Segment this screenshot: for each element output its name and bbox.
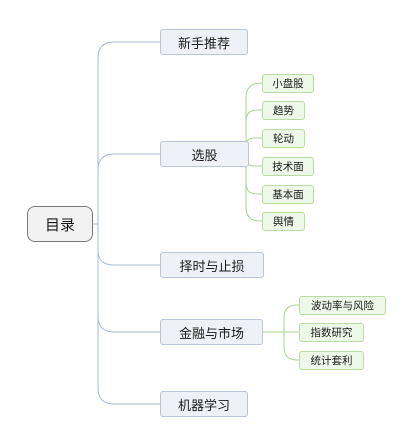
- branch-label: 机器学习: [177, 398, 230, 414]
- leaf-small-cap[interactable]: 小盘股: [262, 74, 314, 93]
- root-branch-connector: [97, 224, 160, 405]
- leaf-label: 波动率与风险: [311, 300, 374, 312]
- leaf-fundamental[interactable]: 基本面: [262, 185, 314, 204]
- branch-machine-learning[interactable]: 机器学习: [160, 391, 248, 417]
- root-branch-connector: [97, 224, 160, 266]
- root-branch-connector: [93, 41, 160, 225]
- leaf-connector: [245, 109, 262, 154]
- branch-newbie[interactable]: 新手推荐: [160, 29, 248, 55]
- root-node[interactable]: 目录: [27, 206, 93, 242]
- leaf-label: 基本面: [272, 189, 304, 201]
- branch-finance-market[interactable]: 金融与市场: [160, 319, 263, 345]
- branch-stock-selection[interactable]: 选股: [160, 141, 249, 167]
- leaf-connector: [283, 332, 299, 361]
- leaf-volatility-risk[interactable]: 波动率与风险: [299, 296, 386, 315]
- leaf-sentiment[interactable]: 舆情: [262, 212, 305, 231]
- leaf-label: 技术面: [272, 161, 304, 173]
- leaf-connector: [245, 82, 262, 155]
- leaf-trend[interactable]: 趋势: [262, 101, 305, 120]
- leaf-rotation[interactable]: 轮动: [262, 129, 305, 148]
- leaf-label: 指数研究: [310, 327, 353, 339]
- leaf-connector: [263, 304, 299, 333]
- root-branch-connector: [97, 224, 160, 333]
- leaf-connector: [245, 154, 262, 222]
- leaf-stat-arb[interactable]: 统计套利: [299, 351, 364, 370]
- leaf-label: 舆情: [273, 216, 294, 228]
- leaf-label: 统计套利: [310, 355, 353, 367]
- branch-timing-stoploss[interactable]: 择时与止损: [160, 252, 264, 278]
- leaf-label: 轮动: [273, 133, 294, 145]
- leaf-index-research[interactable]: 指数研究: [299, 323, 364, 342]
- root-branch-connector: [97, 153, 160, 224]
- branch-label: 新手推荐: [177, 36, 230, 52]
- leaf-label: 趋势: [273, 105, 294, 117]
- branch-label: 选股: [191, 148, 218, 164]
- branch-label: 择时与止损: [179, 259, 245, 275]
- branch-label: 金融与市场: [178, 326, 244, 342]
- leaf-label: 小盘股: [272, 78, 304, 90]
- root-label: 目录: [44, 215, 75, 234]
- leaf-technical[interactable]: 技术面: [262, 157, 314, 176]
